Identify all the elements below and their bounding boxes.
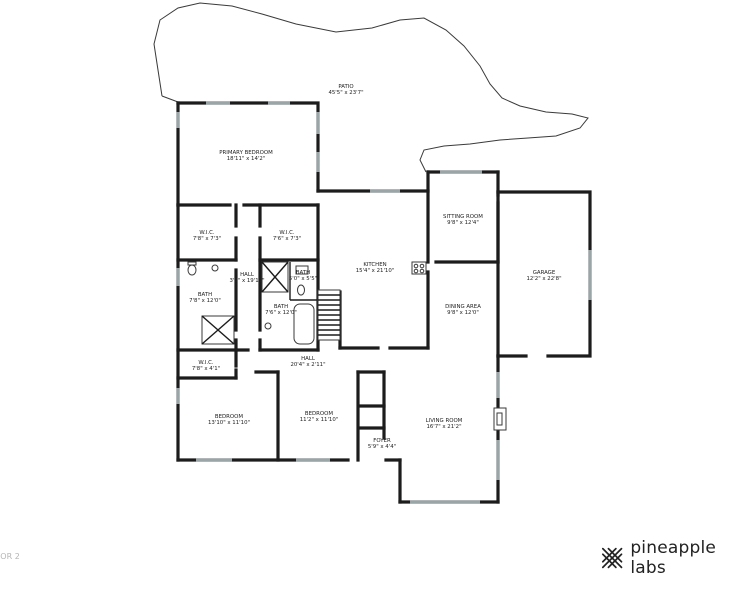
svg-text:PATIO: PATIO	[338, 84, 353, 90]
room-label-dining-area: DINING AREA 9'8" x 12'0"	[445, 304, 481, 316]
svg-text:BATH: BATH	[198, 292, 212, 298]
floor-label: OOR 2	[0, 552, 20, 561]
room-label-bath-left: BATH 7'8" x 12'0"	[189, 292, 221, 304]
svg-text:BEDROOM: BEDROOM	[305, 411, 333, 417]
room-label-hall-1: HALL 3'3" x 19'11"	[229, 272, 264, 284]
room-label-living-room: LIVING ROOM 16'7" x 21'2"	[426, 418, 463, 430]
garage-walls	[496, 190, 592, 358]
svg-text:SITTING ROOM: SITTING ROOM	[443, 214, 483, 220]
room-label-bedroom-2: BEDROOM 11'2" x 11'10"	[300, 411, 339, 423]
svg-text:DINING AREA: DINING AREA	[445, 304, 481, 310]
kitchen-walls	[316, 170, 500, 350]
room-label-hall-2: HALL 20'4" x 2'11"	[290, 356, 325, 368]
room-label-bedroom-1: BEDROOM 13'10" x 11'10"	[208, 414, 250, 426]
svg-text:W.I.C.: W.I.C.	[198, 360, 213, 366]
primary-bedroom-walls	[176, 101, 320, 207]
svg-text:9'8" x 12'0": 9'8" x 12'0"	[447, 310, 479, 316]
living-walls	[356, 354, 507, 504]
svg-text:7'8" x 4'1": 7'8" x 4'1"	[192, 366, 220, 372]
svg-text:BATH: BATH	[296, 270, 310, 276]
svg-text:7'6" x 12'0": 7'6" x 12'0"	[265, 310, 297, 316]
toilet-icon	[297, 284, 305, 296]
svg-text:5'9" x 4'4": 5'9" x 4'4"	[368, 444, 396, 450]
svg-text:BATH: BATH	[274, 304, 288, 310]
sink-icon	[211, 264, 219, 272]
room-label-foyer: FOYER 5'9" x 4'4"	[368, 438, 396, 450]
svg-text:20'4" x 2'11": 20'4" x 2'11"	[290, 362, 325, 368]
svg-text:BEDROOM: BEDROOM	[215, 414, 243, 420]
room-label-garage: GARAGE 12'2" x 22'8"	[526, 270, 561, 282]
svg-text:18'11" x 14'2": 18'11" x 14'2"	[227, 156, 266, 162]
room-label-wic-2: W.I.C. 7'6" x 7'3"	[273, 230, 301, 242]
svg-text:7'8" x 12'0": 7'8" x 12'0"	[189, 298, 221, 304]
patio-outline	[161, 95, 179, 103]
svg-text:W.I.C.: W.I.C.	[279, 230, 294, 236]
svg-text:45'5" x 23'7": 45'5" x 23'7"	[328, 90, 363, 96]
brand-name: pineapple labs	[630, 538, 717, 578]
svg-text:9'8" x 12'4": 9'8" x 12'4"	[447, 220, 479, 226]
svg-text:W.I.C.: W.I.C.	[199, 230, 214, 236]
svg-text:12'2" x 22'8": 12'2" x 22'8"	[526, 276, 561, 282]
room-label-kitchen: KITCHEN 15'4" x 21'10"	[356, 262, 395, 274]
pineapple-labs-logo-icon	[601, 547, 623, 569]
room-label-patio: PATIO 45'5" x 23'7"	[328, 84, 363, 96]
center-walls	[258, 203, 320, 352]
svg-text:7'8" x 7'3": 7'8" x 7'3"	[193, 236, 221, 242]
bathtub-icon	[293, 303, 315, 345]
room-label-bath-center: BATH 7'6" x 12'0"	[265, 304, 297, 316]
stairs	[317, 289, 341, 341]
room-label-wic-3: W.I.C. 7'8" x 4'1"	[192, 360, 220, 372]
svg-text:11'2" x 11'10": 11'2" x 11'10"	[300, 417, 339, 423]
svg-text:FOYER: FOYER	[373, 438, 391, 444]
svg-text:7'6" x 7'3": 7'6" x 7'3"	[273, 236, 301, 242]
room-label-primary-bedroom: PRIMARY BEDROOM 18'11" x 14'2"	[219, 150, 273, 162]
svg-text:5'0" x 5'5": 5'0" x 5'5"	[289, 276, 317, 282]
svg-text:GARAGE: GARAGE	[533, 270, 556, 276]
svg-text:15'4" x 21'10": 15'4" x 21'10"	[356, 268, 395, 274]
svg-text:13'10" x 11'10": 13'10" x 11'10"	[208, 420, 250, 426]
room-label-wic-1: W.I.C. 7'8" x 7'3"	[193, 230, 221, 242]
svg-text:PRIMARY BEDROOM: PRIMARY BEDROOM	[219, 150, 273, 156]
sink-icon	[264, 322, 272, 330]
bath-fixtures	[187, 261, 315, 345]
svg-text:3'3" x 19'11": 3'3" x 19'11"	[229, 278, 264, 284]
room-label-sitting-room: SITTING ROOM 9'8" x 12'4"	[443, 214, 483, 226]
brand-logo: pineapple labs	[600, 538, 749, 578]
svg-text:KITCHEN: KITCHEN	[363, 262, 386, 268]
svg-text:HALL: HALL	[240, 272, 254, 278]
patio-outline	[153, 2, 589, 173]
svg-text:LIVING ROOM: LIVING ROOM	[426, 418, 463, 424]
room-label-bath-small: BATH 5'0" x 5'5"	[289, 270, 317, 282]
toilet-icon	[187, 264, 197, 276]
left-wing-walls	[176, 203, 350, 462]
svg-text:HALL: HALL	[301, 356, 315, 362]
svg-text:16'7" x 21'2": 16'7" x 21'2"	[426, 424, 461, 430]
